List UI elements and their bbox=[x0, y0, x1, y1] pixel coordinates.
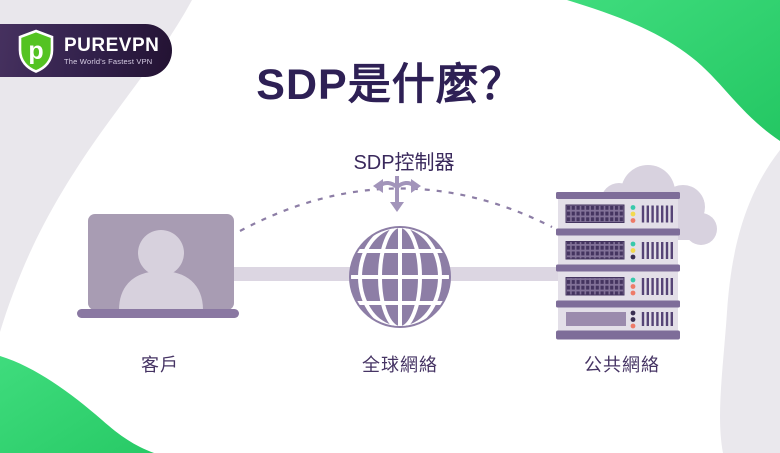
node-label-client: 客戶 bbox=[141, 355, 179, 375]
purevpn-shield-icon: p bbox=[18, 29, 54, 73]
gray-blob-top-left bbox=[0, 0, 192, 332]
green-blob-bottom-left bbox=[0, 356, 154, 453]
server-slot-lines bbox=[641, 205, 673, 326]
server-vent-grids bbox=[565, 204, 626, 326]
node-label-public-network: 公共網絡 bbox=[584, 355, 660, 375]
controller-arrows-icon bbox=[373, 176, 421, 212]
server-cloud-icon bbox=[556, 165, 717, 340]
brand-name: PUREVPN bbox=[64, 34, 160, 56]
green-blob-top-right bbox=[567, 0, 780, 141]
page-title: SDP是什麼？ bbox=[256, 61, 524, 109]
purevpn-logo: p PUREVPN The World's Fastest VPN bbox=[0, 24, 172, 77]
brand-tagline: The World's Fastest VPN bbox=[64, 56, 153, 66]
server-led-dots bbox=[630, 205, 636, 329]
node-label-global-network: 全球網絡 bbox=[362, 355, 438, 375]
laptop-user-icon bbox=[77, 214, 239, 318]
controller-dashed-arc bbox=[239, 187, 553, 232]
globe-icon bbox=[349, 226, 451, 328]
gray-blob-right bbox=[720, 150, 780, 453]
logo-monogram: p bbox=[28, 37, 43, 65]
sdp-controller-label: SDP控制器 bbox=[353, 152, 455, 174]
